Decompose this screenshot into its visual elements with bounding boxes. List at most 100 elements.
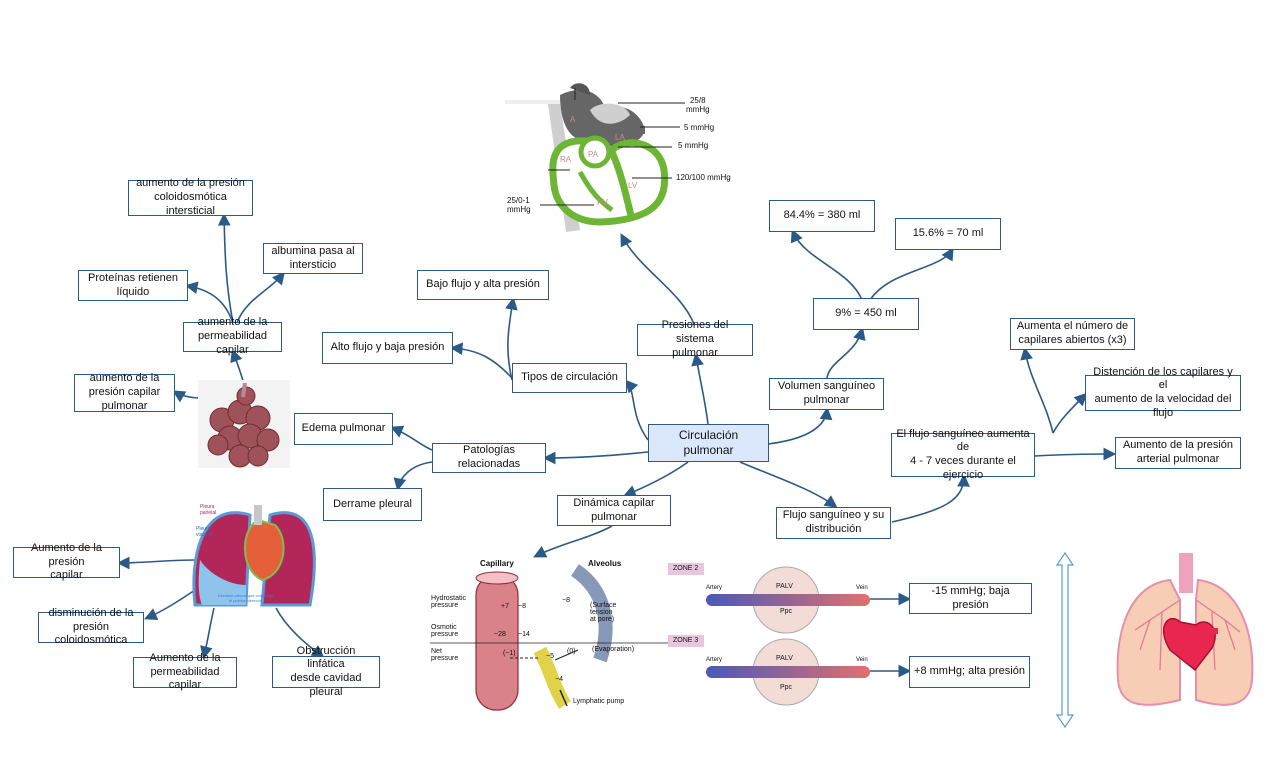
node-dinamica-capilar: Dinámica capilar pulmonar xyxy=(557,495,671,526)
lymphatic-pump-label: Lymphatic pump xyxy=(573,698,625,705)
connector-dinamica-img xyxy=(533,525,613,558)
node-proteinas: Proteínas retienen líquido xyxy=(78,270,188,301)
value-minus8-alveolus: −8 xyxy=(562,597,570,604)
connector-presiones-heart xyxy=(620,233,695,325)
value-minus4: −4 xyxy=(555,676,563,683)
connector-pat-derrame xyxy=(393,461,433,492)
node-volumen-9: 9% = 450 ml xyxy=(813,298,919,330)
node-derrame-coloidosmotica: disminución de la presión coloidosmótica xyxy=(38,607,144,646)
pressure-lv-label: 120/100 mmHg xyxy=(676,173,731,182)
connector-9-84 xyxy=(790,229,863,301)
connector-ejer-cap xyxy=(1020,346,1054,434)
node-derrame-presion-capilar: Aumento de la presión capilar xyxy=(13,542,120,581)
surface-tension-label: (Surface tension at pore) xyxy=(590,602,617,623)
svg-text:LA: LA xyxy=(615,133,625,142)
connector-pat-edema xyxy=(390,425,433,451)
node-patologias: Patologías relacionadas xyxy=(432,443,546,473)
osmotic-label: Osmotic pressure xyxy=(431,624,459,638)
pressure-pa-label: 5 mmHg xyxy=(684,123,715,132)
node-presiones: Presiones del sistema pulmonar xyxy=(637,319,753,359)
svg-text:LV: LV xyxy=(628,181,638,190)
zone3-vein-label: Vein xyxy=(856,657,868,663)
node-presion-capilar-pulmonar: aumento de la presión capilar pulmonar xyxy=(74,372,175,412)
value-14: −14 xyxy=(518,631,530,638)
center-node-circulacion-pulmonar[interactable]: Circulación pulmonar xyxy=(648,424,769,462)
zone2-ppc-label: Ppc xyxy=(780,608,793,615)
node-tipos-circulacion: Tipos de circulación xyxy=(512,363,627,393)
zone2-palv-label: PALV xyxy=(776,583,793,590)
connector-center-volumen xyxy=(767,406,833,445)
connector-pleura-3 xyxy=(200,607,215,660)
evaporation-label: (Evaporation) xyxy=(592,646,635,653)
node-presion-arterial: Aumento de la presión arterial pulmonar xyxy=(1115,437,1241,469)
connector-volumen-9 xyxy=(826,326,866,379)
node-permeabilidad-capilar: aumento de la permeabilidad capilar xyxy=(183,316,282,356)
node-edema-pulmonar: Edema pulmonar xyxy=(294,413,393,445)
node-volumen-84: 84.4% = 380 ml xyxy=(769,200,875,232)
node-alto-flujo: Alto flujo y baja presión xyxy=(322,332,453,364)
svg-text:PA: PA xyxy=(588,150,599,159)
connector-pleura-1 xyxy=(116,556,196,570)
zone2-label: ZONE 2 xyxy=(673,565,699,572)
connector-img-presion xyxy=(172,390,201,403)
node-coloidosmotica-intersticial: aumento de la presión coloidosmótica int… xyxy=(128,177,253,217)
value-0: (0) xyxy=(567,648,576,655)
zone3-ppc-label: Ppc xyxy=(780,684,793,691)
node-zone3-result: +8 mmHg; alta presión xyxy=(909,656,1030,688)
node-flujo-sanguineo: Flujo sanguíneo y su distribución xyxy=(776,507,891,539)
connector-ejer-pres xyxy=(1034,447,1117,461)
svg-text:RA: RA xyxy=(560,155,572,164)
pressure-la-label: 5 mmHg xyxy=(678,141,709,150)
connector-center-tipos xyxy=(624,379,649,441)
zone3-artery-label: Artery xyxy=(706,657,723,663)
pressure-rv-label: 25/0-1 mmHg xyxy=(507,196,531,214)
connector-tipos-alto xyxy=(449,342,513,379)
connector-flujo-ejercicio xyxy=(891,473,970,523)
node-albumina: albumina pasa al intersticio xyxy=(263,243,363,274)
svg-text:RV: RV xyxy=(597,198,609,207)
zone3-palv-label: PALV xyxy=(776,655,793,662)
node-derrame-permeabilidad: Aumento de la permeabilidad capilar xyxy=(133,652,237,691)
connector-img-perm xyxy=(230,349,244,382)
hydrostatic-label: Hydrostatic pressure xyxy=(431,595,467,609)
node-bajo-flujo: Bajo flujo y alta presión xyxy=(417,270,549,300)
connector-tipos-bajo xyxy=(505,296,518,381)
connector-center-patologias xyxy=(542,451,649,465)
node-derrame-obstruccion: Obstrucción linfática desde cavidad pleu… xyxy=(272,645,380,698)
connector-center-dinamica xyxy=(623,461,689,498)
node-capilares-abiertos: Aumenta el número de capilares abiertos … xyxy=(1010,318,1135,350)
node-volumen: Volumen sanguíneo pulmonar xyxy=(769,378,884,410)
connector-pleura-2 xyxy=(144,589,196,620)
node-distension: Distención de los capilares y el aumento… xyxy=(1085,366,1241,419)
node-zone2-result: -15 mmHg; baja presión xyxy=(909,583,1032,614)
connector-9-15 xyxy=(869,247,954,301)
double-arrow-icon xyxy=(1055,551,1075,729)
connector-ejer-dist xyxy=(1052,392,1088,434)
zone2-vein-label: Vein xyxy=(856,585,868,591)
zone2-artery-label: Artery xyxy=(706,585,723,591)
connector-perm-alb xyxy=(236,271,286,324)
value-28: −28 xyxy=(494,631,506,638)
connector-perm-prot xyxy=(184,281,234,324)
value-minus1: (−1) xyxy=(503,650,516,657)
pleura-parietal-label: Pleura parietal xyxy=(200,504,217,516)
zone3-label: ZONE 3 xyxy=(673,637,699,644)
value-plus7: +7 xyxy=(501,603,509,610)
connector-pleura-4 xyxy=(275,607,325,658)
pressure-aorta-label: 25/8 mmHg xyxy=(686,96,710,114)
connector-center-presiones xyxy=(691,352,709,425)
pleura-caption: Derrame pleural que comprime el pulmón d… xyxy=(218,593,274,603)
net-label: Net pressure xyxy=(431,648,459,662)
node-volumen-15: 15.6% = 70 ml xyxy=(895,218,1001,250)
node-ejercicio: El flujo sanguíneo aumenta de 4 - 7 vece… xyxy=(891,428,1035,481)
svg-text:A: A xyxy=(570,115,576,124)
node-derrame-pleural: Derrame pleural xyxy=(323,488,422,521)
value-minus5: −5 xyxy=(546,653,554,660)
